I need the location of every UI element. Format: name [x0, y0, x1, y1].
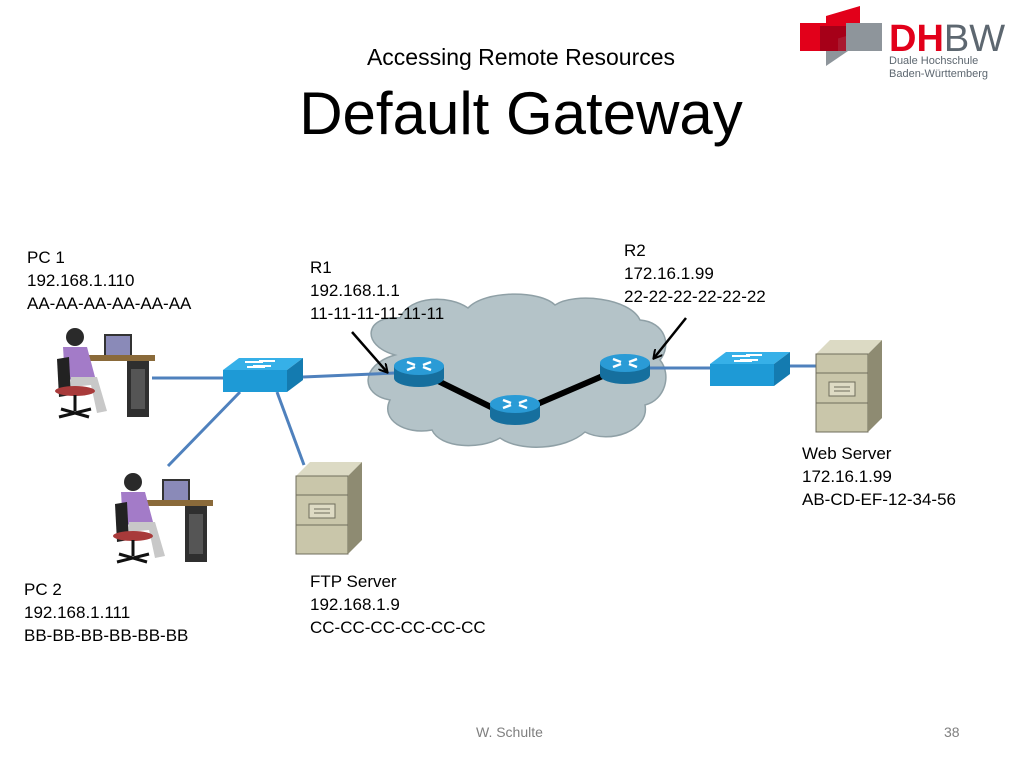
footer-author: W. Schulte: [476, 724, 543, 740]
switch-2-icon[interactable]: [710, 352, 790, 386]
pc2-label: PC 2 192.168.1.111 BB-BB-BB-BB-BB-BB: [24, 578, 188, 647]
r1-pointer-arrow: [351, 331, 387, 372]
pc2-ip: 192.168.1.111: [24, 603, 131, 622]
pc2-workstation-icon[interactable]: [113, 473, 213, 564]
link-switch1-ftp: [275, 391, 306, 466]
router-middle-icon[interactable]: [490, 395, 540, 425]
pc1-label: PC 1 192.168.1.110 AA-AA-AA-AA-AA-AA: [27, 246, 191, 315]
link-r1-rmid: [430, 375, 499, 413]
r2-name: R2: [624, 241, 646, 260]
ftp-server-label: FTP Server 192.168.1.9 CC-CC-CC-CC-CC-CC: [310, 570, 486, 639]
link-switch1-pc2: [166, 390, 242, 468]
logo-line-1: Duale Hochschule: [889, 55, 979, 67]
r1-mac: 11-11-11-11-11-11: [310, 304, 445, 323]
logo-bw: BW: [943, 18, 1006, 60]
internet-cloud: [367, 293, 667, 448]
web-server-name: Web Server: [802, 444, 892, 463]
switch-1-icon[interactable]: [223, 358, 303, 392]
pc2-mac: BB-BB-BB-BB-BB-BB: [24, 626, 189, 645]
slide-title: Default Gateway: [299, 80, 743, 147]
pc1-name: PC 1: [27, 248, 65, 267]
logo-line-2: Baden-Württemberg: [889, 68, 989, 80]
router-r1-icon[interactable]: [394, 357, 444, 387]
logo-dh: DH: [889, 18, 944, 60]
pc1-workstation-icon[interactable]: [55, 328, 155, 419]
r1-ip: 192.168.1.1: [310, 281, 400, 300]
web-server-ip: 172.16.1.99: [802, 467, 892, 486]
logo-subtitle: Duale Hochschule Baden-Württemberg: [889, 55, 988, 81]
web-server-label: Web Server 172.16.1.99 AB-CD-EF-12-34-56: [802, 442, 956, 511]
r2-mac: 22-22-22-22-22-22: [624, 287, 766, 306]
r1-label: R1 192.168.1.1 11-11-11-11-11-11: [310, 256, 444, 325]
r2-label: R2 172.16.1.99 22-22-22-22-22-22: [624, 239, 766, 308]
pc1-mac: AA-AA-AA-AA-AA-AA: [27, 294, 192, 313]
web-server-icon[interactable]: [815, 340, 882, 433]
ftp-server-ip: 192.168.1.9: [310, 595, 400, 614]
ftp-server-mac: CC-CC-CC-CC-CC-CC: [310, 618, 486, 637]
ftp-server-name: FTP Server: [310, 572, 397, 591]
page-number: 38: [944, 724, 960, 740]
r2-ip: 172.16.1.99: [624, 264, 714, 283]
logo-wordmark: DHBW: [889, 18, 1005, 61]
web-server-mac: AB-CD-EF-12-34-56: [802, 490, 956, 509]
router-r2-icon[interactable]: [600, 354, 650, 384]
ftp-server-icon[interactable]: [295, 462, 362, 555]
pc1-ip: 192.168.1.110: [27, 271, 135, 290]
slide-subtitle: Accessing Remote Resources: [366, 44, 676, 70]
pc2-name: PC 2: [24, 580, 62, 599]
r1-name: R1: [310, 258, 332, 277]
link-rmid-r2: [533, 372, 607, 408]
r2-pointer-arrow: [654, 317, 687, 358]
dhbw-logo-icon: [800, 6, 882, 66]
